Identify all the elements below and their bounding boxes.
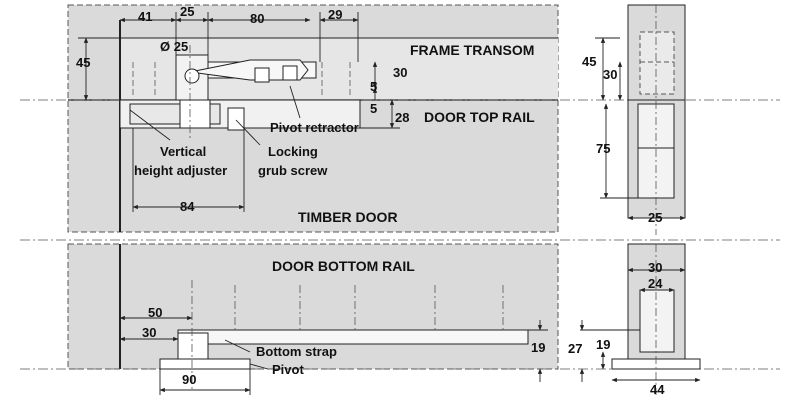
label-frame-transom: FRAME TRANSOM: [410, 42, 535, 58]
end-view-bottom-dims: [579, 267, 701, 383]
dim-19-end: 19: [596, 337, 611, 352]
dim-30-end: 30: [648, 260, 663, 275]
dim-25-right: 25: [648, 210, 663, 225]
dim-5-b: 5: [370, 101, 378, 116]
label-pivot-retractor: Pivot retractor: [270, 120, 359, 135]
dim-24-end: 24: [648, 276, 663, 291]
bottom-dimension-lines: [119, 315, 548, 395]
dim-25-top: 25: [180, 4, 195, 19]
dim-5-a: 5: [370, 79, 378, 94]
dim-84: 84: [180, 199, 195, 214]
dim-41: 41: [138, 9, 153, 24]
end-view-bottom: [611, 243, 701, 395]
top-dimension-lines: [78, 12, 400, 212]
dim-80: 80: [250, 11, 265, 26]
dim-45-left: 45: [76, 55, 91, 70]
label-door-bottom-rail: DOOR BOTTOM RAIL: [272, 258, 415, 274]
end-view-top: [627, 4, 686, 235]
label-grub-screw: grub screw: [258, 163, 328, 178]
label-timber-door: TIMBER DOOR: [298, 209, 398, 225]
label-pivot: Pivot: [272, 362, 304, 377]
dim-diameter-25: Ø 25: [160, 39, 189, 54]
dim-30-bottom: 30: [142, 325, 157, 340]
end-view-top-dims: [595, 37, 686, 221]
dim-50: 50: [148, 305, 163, 320]
label-bottom-strap: Bottom strap: [256, 344, 337, 359]
label-door-top-rail: DOOR TOP RAIL: [424, 109, 535, 125]
dim-90: 90: [182, 372, 197, 387]
dim-30-mid: 30: [393, 65, 408, 80]
dim-28: 28: [395, 110, 410, 125]
dim-30-right: 30: [603, 67, 618, 82]
dim-75: 75: [596, 141, 611, 156]
bottom-strap-mechanism: [159, 280, 529, 390]
bottom-section-panel: [20, 239, 780, 370]
label-vertical: Vertical: [160, 144, 207, 159]
dim-29: 29: [328, 7, 343, 22]
label-locking: Locking: [268, 144, 318, 159]
label-height-adjuster: height adjuster: [134, 163, 228, 178]
dim-27: 27: [568, 341, 583, 356]
dim-44: 44: [650, 382, 665, 397]
top-pivot-mechanism: [119, 45, 361, 140]
dim-45-right: 45: [582, 54, 597, 69]
dim-19-bottom: 19: [531, 340, 546, 355]
